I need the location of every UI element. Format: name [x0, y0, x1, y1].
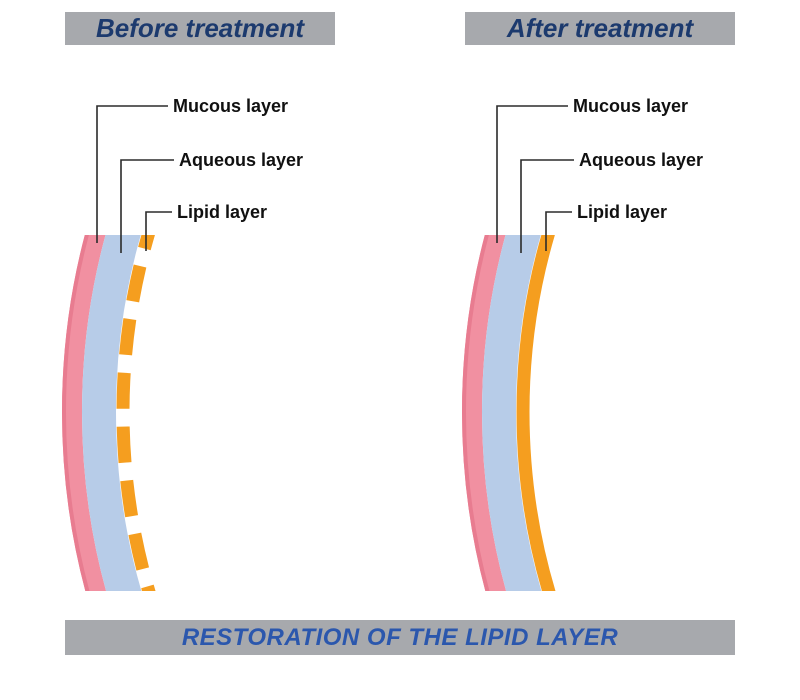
aqueous-layer-arc	[82, 235, 142, 591]
panel-after-title: After treatment	[506, 13, 694, 43]
mucous-layer-edge	[62, 235, 90, 591]
label-aqueous-layer: Aqueous layer	[579, 150, 703, 170]
aqueous-layer-arc	[482, 235, 542, 591]
tear-film-diagram-after: Mucous layer Aqueous layer Lipid layer	[462, 96, 703, 591]
panel-after-title-bar: After treatment	[465, 12, 735, 45]
caption-text: RESTORATION OF THE LIPID LAYER	[181, 623, 619, 651]
label-aqueous-layer: Aqueous layer	[179, 150, 303, 170]
caption-bar: RESTORATION OF THE LIPID LAYER	[65, 620, 735, 655]
mucous-layer-arc	[462, 235, 507, 591]
tear-film-diagram-before: Mucous layer Aqueous layer Lipid layer	[62, 96, 303, 591]
leader-line-mucous	[496, 105, 568, 243]
panel-before-title: Before treatment	[95, 13, 305, 43]
leader-line-lipid	[145, 211, 172, 251]
lipid-layer-arc-restored	[516, 235, 556, 591]
leader-line-aqueous	[520, 159, 574, 253]
label-lipid-layer: Lipid layer	[577, 202, 667, 222]
leader-line-aqueous	[120, 159, 174, 253]
label-lipid-layer: Lipid layer	[177, 202, 267, 222]
mucous-layer-arc	[62, 235, 107, 591]
label-mucous-layer: Mucous layer	[173, 96, 288, 116]
panel-before-title-bar: Before treatment	[65, 12, 335, 45]
mucous-layer-edge	[462, 235, 490, 591]
leader-line-mucous	[96, 105, 168, 243]
label-mucous-layer: Mucous layer	[573, 96, 688, 116]
leader-line-lipid	[545, 211, 572, 251]
